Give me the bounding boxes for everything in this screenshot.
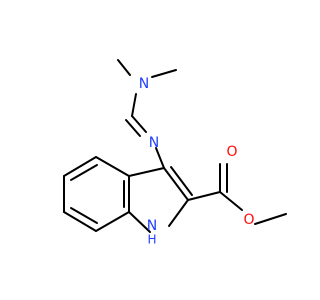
bond-n-ch xyxy=(131,93,137,117)
atom-h-indole: H xyxy=(147,233,156,247)
bond-n-c3 xyxy=(155,147,165,169)
bond-methyl-left xyxy=(117,59,131,76)
bond-c6-c7-double xyxy=(70,207,98,224)
bond-c3a-c4 xyxy=(95,156,130,177)
bond-c2-n1 xyxy=(168,199,189,227)
bond-c3-c2 xyxy=(163,167,189,201)
atom-o-carbonyl: O xyxy=(226,144,237,160)
bond-c7-c7a xyxy=(95,211,130,232)
bond-n1-c7a xyxy=(128,211,151,233)
atom-n-indole: N xyxy=(147,218,157,234)
atom-n-imine: N xyxy=(149,135,159,151)
molecule-structure: N N N H O O xyxy=(63,59,287,247)
bond-o-methyl xyxy=(254,213,287,225)
bond-c6-c7 xyxy=(63,211,97,232)
bond-ch-n-1 xyxy=(131,115,147,133)
atom-n-dimethyl: N xyxy=(139,76,149,92)
bond-ch-n-2 xyxy=(125,119,141,137)
bond-c4-c5 xyxy=(63,156,97,177)
bond-c3-c3a xyxy=(128,167,165,177)
bond-c3-c2-double xyxy=(170,166,193,196)
atom-o-ester: O xyxy=(243,212,254,228)
bond-c4-c5-double xyxy=(70,164,98,181)
molecule-canvas: N N N H O O xyxy=(63,59,287,247)
bond-c2-carbonyl xyxy=(187,191,221,201)
bond-carbonyl-o-ester xyxy=(219,191,243,211)
bond-methyl-right xyxy=(151,69,177,78)
